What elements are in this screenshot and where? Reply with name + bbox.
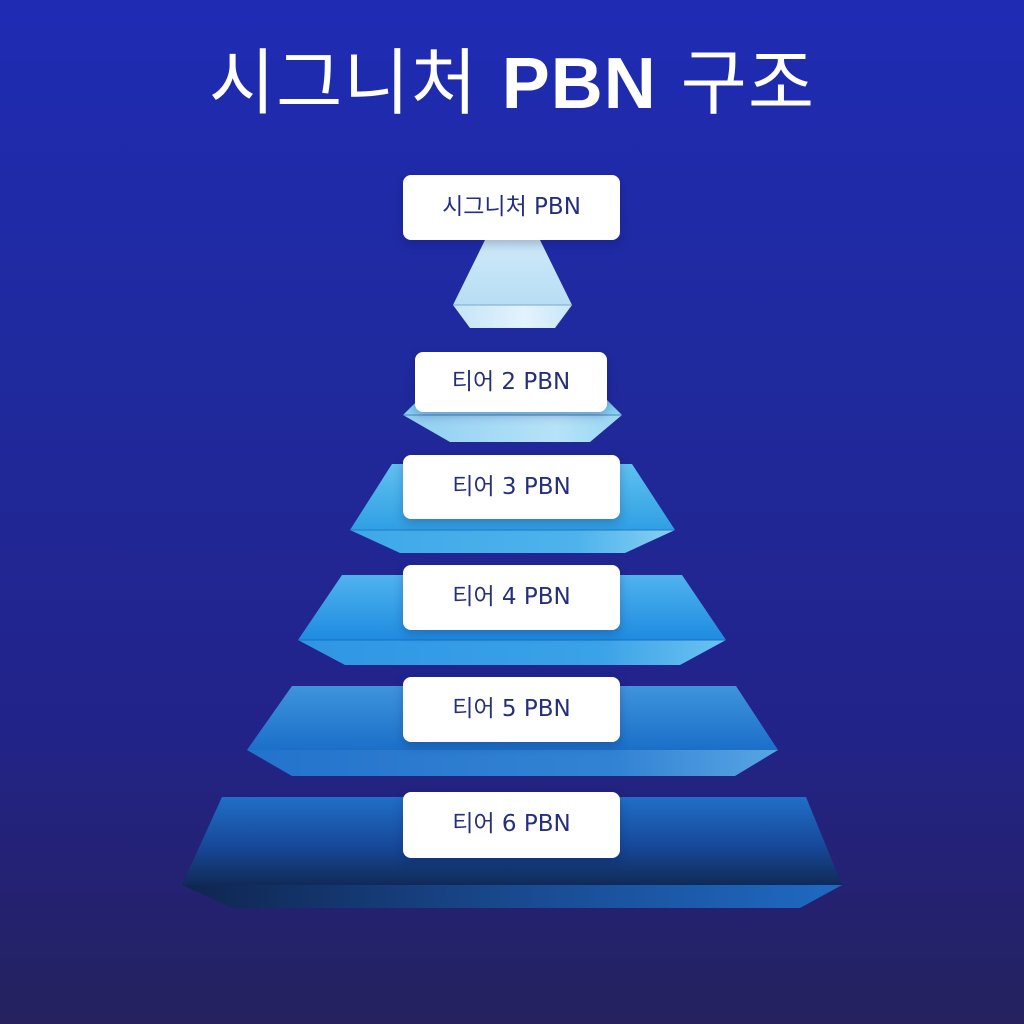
pyramid-level-5-label: 티어 5 PBN [403,677,620,742]
pyramid-level-6-label: 티어 6 PBN [403,792,620,858]
title-strong: PBN [501,44,657,124]
pyramid-level-1-label: 시그니처 PBN [403,175,620,240]
pyramid-level-2-label: 티어 2 PBN [415,352,607,412]
pyramid-level-1-shape [453,240,572,328]
page-title: 시그니처 PBN 구조 [0,38,1024,129]
title-prefix: 시그니처 [208,41,478,125]
title-suffix: 구조 [680,41,816,125]
pyramid-level-4-label: 티어 4 PBN [403,565,620,630]
pyramid-level-3-label: 티어 3 PBN [403,455,620,519]
